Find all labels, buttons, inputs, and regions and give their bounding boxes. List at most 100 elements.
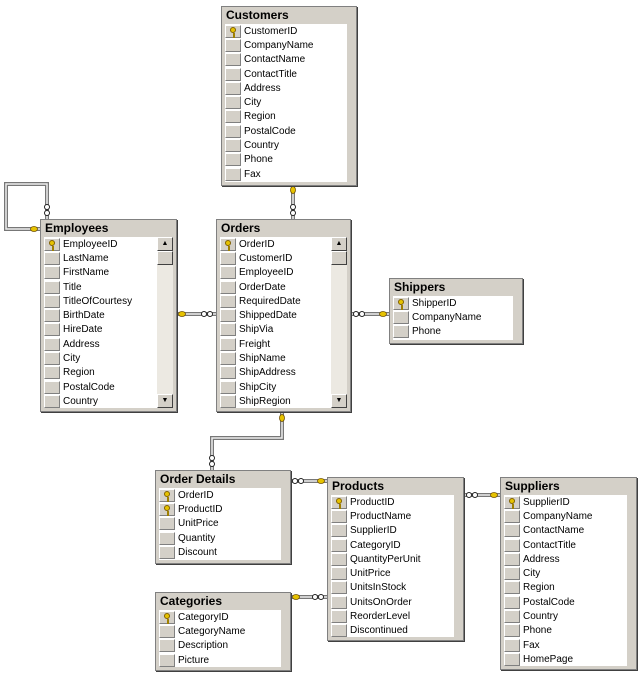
row-selector[interactable] bbox=[504, 552, 520, 566]
table-title[interactable]: Products bbox=[332, 479, 385, 493]
scroll-down-button[interactable]: ▼ bbox=[157, 394, 173, 408]
row-selector[interactable] bbox=[220, 294, 236, 308]
row-selector[interactable] bbox=[159, 610, 175, 624]
column-row[interactable]: Country bbox=[225, 138, 353, 153]
row-selector[interactable] bbox=[504, 652, 520, 666]
vertical-scrollbar[interactable]: ▲▼ bbox=[331, 237, 347, 408]
scroll-thumb[interactable] bbox=[157, 251, 173, 265]
column-row[interactable]: Phone bbox=[393, 325, 519, 339]
vertical-scrollbar[interactable]: ▲▼ bbox=[157, 237, 173, 408]
row-selector[interactable] bbox=[393, 325, 409, 339]
column-row[interactable]: FirstName bbox=[44, 266, 173, 280]
column-row[interactable]: SupplierID bbox=[331, 524, 460, 538]
row-selector[interactable] bbox=[225, 124, 241, 138]
row-selector[interactable] bbox=[220, 352, 236, 366]
row-selector[interactable] bbox=[331, 538, 347, 552]
column-row[interactable]: ProductID bbox=[159, 502, 287, 516]
row-selector[interactable] bbox=[159, 639, 175, 653]
column-row[interactable]: TitleOfCourtesy bbox=[44, 294, 173, 308]
row-selector[interactable] bbox=[159, 653, 175, 667]
row-selector[interactable] bbox=[331, 595, 347, 609]
row-selector[interactable] bbox=[225, 167, 241, 181]
row-selector[interactable] bbox=[504, 509, 520, 523]
row-selector[interactable] bbox=[159, 488, 175, 502]
column-row[interactable]: ProductID bbox=[331, 495, 460, 509]
row-selector[interactable] bbox=[220, 251, 236, 265]
row-selector[interactable] bbox=[159, 624, 175, 638]
table-title[interactable]: Customers bbox=[226, 8, 289, 22]
row-selector[interactable] bbox=[159, 517, 175, 531]
relationship-employees-self[interactable] bbox=[4, 182, 49, 231]
row-selector[interactable] bbox=[44, 280, 60, 294]
row-selector[interactable] bbox=[44, 323, 60, 337]
column-row[interactable]: Address bbox=[44, 337, 173, 351]
row-selector[interactable] bbox=[44, 251, 60, 265]
row-selector[interactable] bbox=[44, 380, 60, 394]
row-selector[interactable] bbox=[220, 266, 236, 280]
column-row[interactable]: ShipAddress bbox=[220, 366, 347, 380]
column-row[interactable]: UnitPrice bbox=[331, 566, 460, 581]
column-row[interactable]: City bbox=[504, 566, 633, 581]
column-row[interactable]: Discontinued bbox=[331, 624, 460, 637]
table-title[interactable]: Employees bbox=[45, 221, 109, 235]
column-row[interactable]: Phone bbox=[225, 153, 353, 167]
row-selector[interactable] bbox=[225, 53, 241, 67]
column-row[interactable]: City bbox=[44, 351, 173, 366]
column-row[interactable]: UnitsOnOrder bbox=[331, 595, 460, 609]
column-row[interactable]: Phone bbox=[504, 624, 633, 638]
row-selector[interactable] bbox=[331, 495, 347, 509]
row-selector[interactable] bbox=[44, 394, 60, 408]
column-row[interactable]: PostalCode bbox=[44, 380, 173, 394]
column-row[interactable]: OrderID bbox=[159, 488, 287, 502]
column-row[interactable]: Address bbox=[225, 81, 353, 95]
column-row[interactable]: Description bbox=[159, 639, 287, 653]
row-selector[interactable] bbox=[225, 81, 241, 95]
table-title[interactable]: Order Details bbox=[160, 472, 236, 486]
column-row[interactable]: ShipperID bbox=[393, 296, 519, 310]
row-selector[interactable] bbox=[44, 337, 60, 351]
row-selector[interactable] bbox=[504, 610, 520, 624]
row-selector[interactable] bbox=[225, 110, 241, 124]
column-row[interactable]: PostalCode bbox=[225, 124, 353, 138]
column-row[interactable]: RequiredDate bbox=[220, 294, 347, 308]
column-row[interactable]: Region bbox=[504, 581, 633, 595]
column-row[interactable]: Region bbox=[44, 366, 173, 380]
row-selector[interactable] bbox=[220, 237, 236, 251]
table-title[interactable]: Shippers bbox=[394, 280, 446, 294]
row-selector[interactable] bbox=[220, 280, 236, 294]
column-row[interactable]: SupplierID bbox=[504, 495, 633, 509]
table-title[interactable]: Orders bbox=[221, 221, 261, 235]
row-selector[interactable] bbox=[220, 323, 236, 337]
row-selector[interactable] bbox=[504, 495, 520, 509]
column-row[interactable]: EmployeeID bbox=[44, 237, 173, 251]
column-row[interactable]: ShipName bbox=[220, 351, 347, 366]
column-row[interactable]: LastName bbox=[44, 251, 173, 265]
column-row[interactable]: CompanyName bbox=[393, 310, 519, 324]
column-row[interactable]: CustomerID bbox=[220, 251, 347, 265]
column-row[interactable]: CustomerID bbox=[225, 24, 353, 38]
column-row[interactable]: Fax bbox=[504, 638, 633, 652]
column-row[interactable]: ShipVia bbox=[220, 323, 347, 337]
row-selector[interactable] bbox=[159, 502, 175, 516]
column-row[interactable]: HomePage bbox=[504, 652, 633, 666]
column-row[interactable]: CompanyName bbox=[504, 509, 633, 523]
column-row[interactable]: Country bbox=[504, 609, 633, 624]
column-row[interactable]: Title bbox=[44, 280, 173, 294]
column-row[interactable]: UnitPrice bbox=[159, 517, 287, 531]
column-row[interactable]: Country bbox=[44, 394, 173, 408]
row-selector[interactable] bbox=[504, 567, 520, 581]
row-selector[interactable] bbox=[220, 394, 236, 408]
row-selector[interactable] bbox=[331, 610, 347, 624]
row-selector[interactable] bbox=[331, 552, 347, 566]
row-selector[interactable] bbox=[331, 524, 347, 538]
column-row[interactable]: BirthDate bbox=[44, 308, 173, 323]
column-row[interactable]: OrderDate bbox=[220, 280, 347, 294]
column-row[interactable]: Picture bbox=[159, 653, 287, 667]
row-selector[interactable] bbox=[220, 380, 236, 394]
row-selector[interactable] bbox=[504, 638, 520, 652]
